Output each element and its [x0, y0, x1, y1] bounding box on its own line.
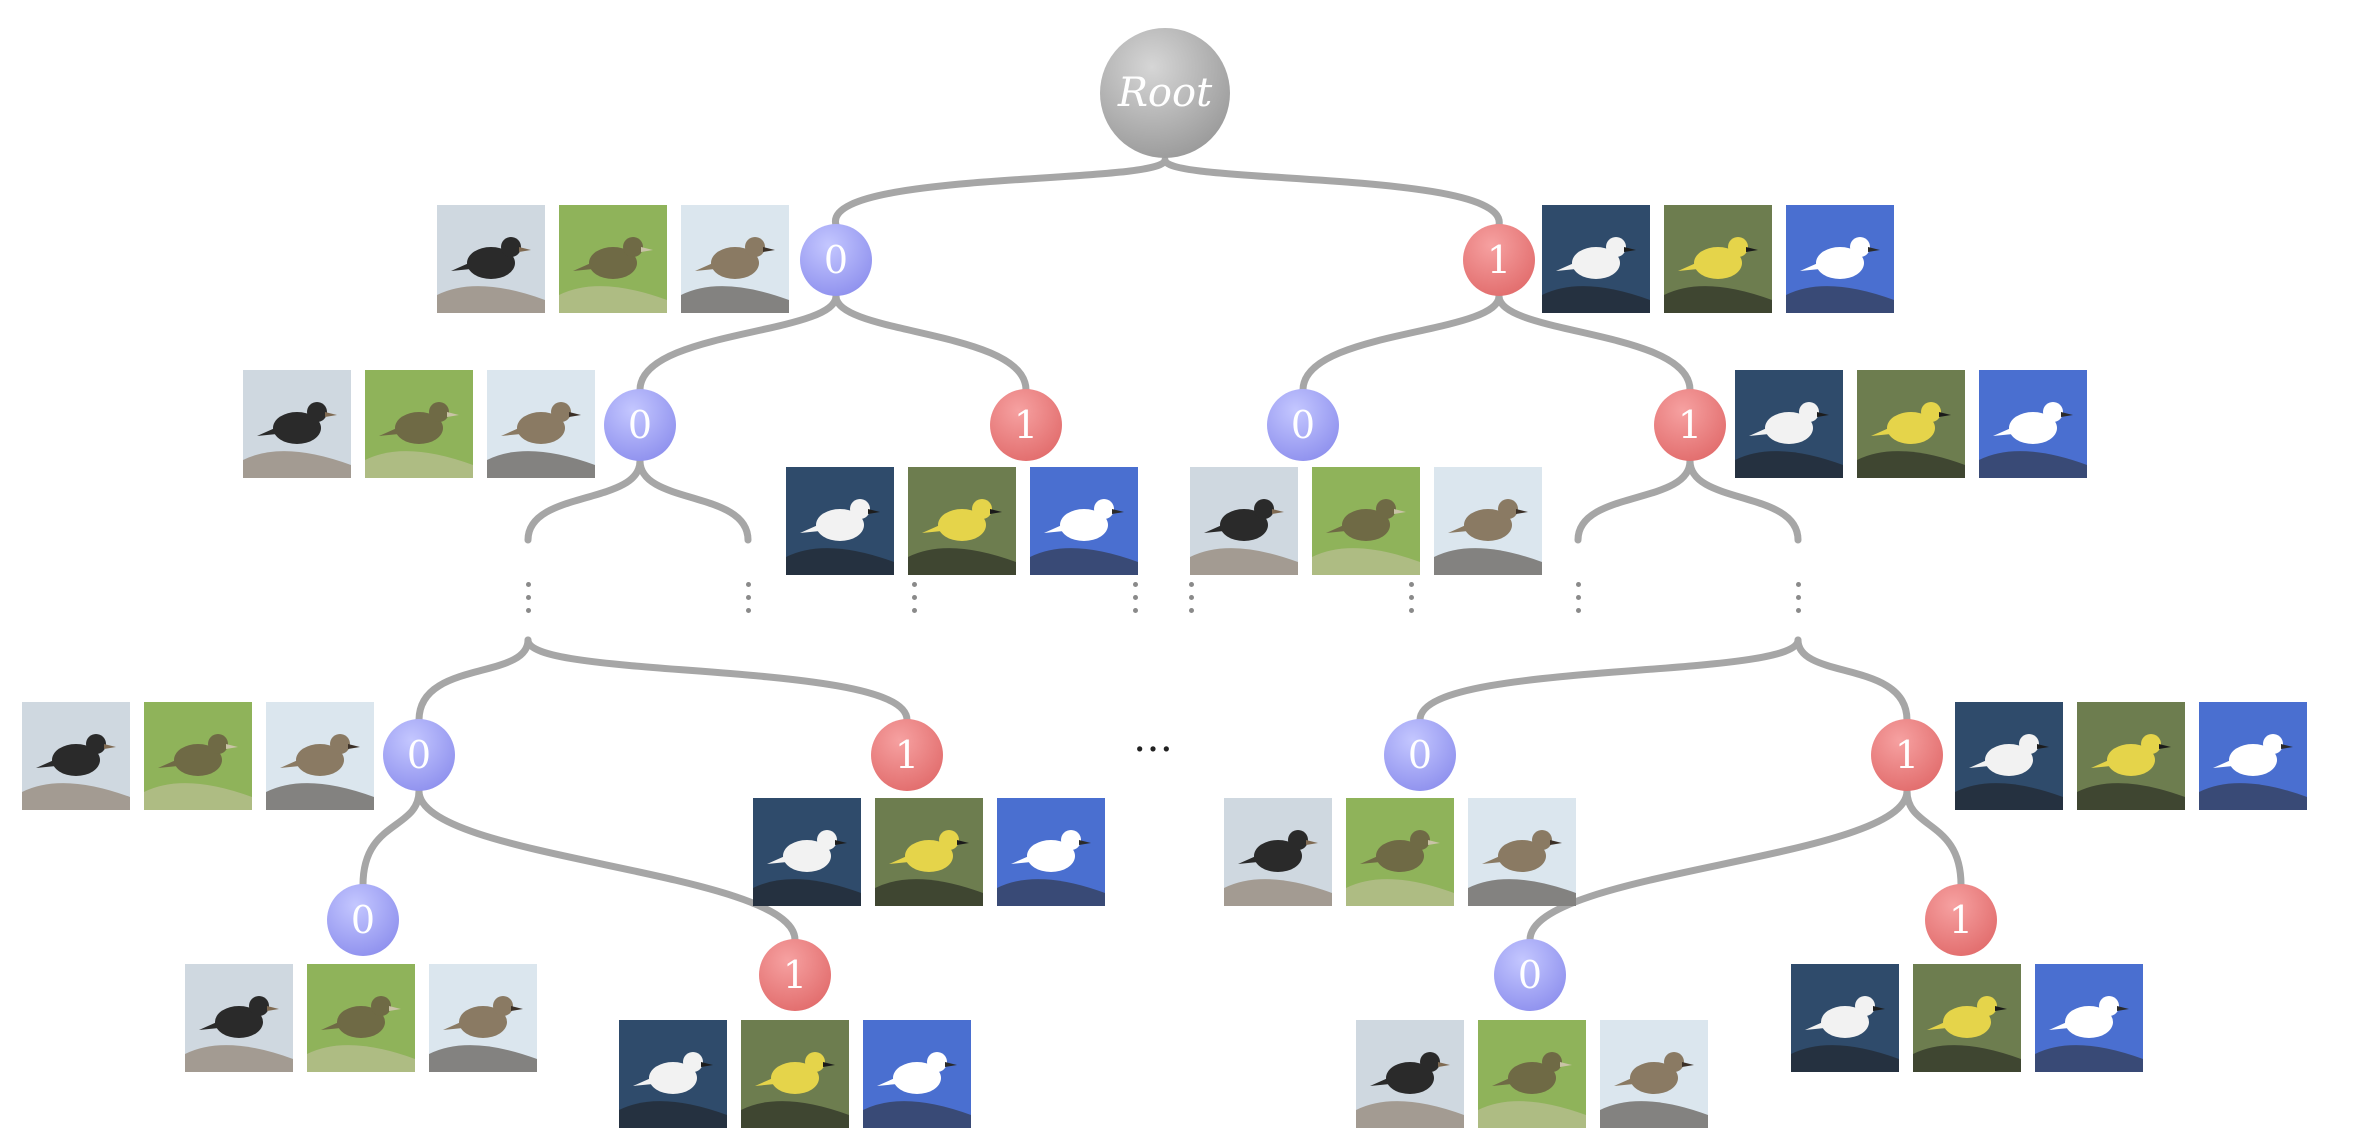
tree-edge: [636, 292, 840, 394]
bird-photo-thumbnail: [786, 467, 894, 575]
bird-photo-thumbnail: [741, 1020, 849, 1128]
bird-photo-thumbnail: [753, 798, 861, 906]
tree-edge: [415, 787, 799, 944]
tree-edge: [1574, 457, 1694, 544]
vertical-dots: [910, 582, 920, 621]
deep-node-0: 0: [383, 719, 455, 791]
bird-photo-thumbnail: [243, 370, 351, 478]
bird-photo-thumbnail: [1356, 1020, 1464, 1128]
bird-photo-thumbnail: [1857, 370, 1965, 478]
tree-edge: [1526, 787, 1911, 944]
right-deep-node-0: 0: [1384, 719, 1456, 791]
bird-photo-thumbnail: [997, 798, 1105, 906]
bird-photo-thumbnail: [863, 1020, 971, 1128]
bird-photo-thumbnail: [875, 798, 983, 906]
tree-edge: [1794, 636, 1911, 724]
bird-photo-thumbnail: [1664, 205, 1772, 313]
bird-photo-thumbnail: [1542, 205, 1650, 313]
vertical-dots: [1131, 582, 1141, 621]
bird-photo-thumbnail: [307, 964, 415, 1072]
bird-photo-thumbnail: [908, 467, 1016, 575]
tree-edge: [415, 636, 532, 724]
bird-photo-thumbnail: [1030, 467, 1138, 575]
bird-photo-thumbnail: [1312, 467, 1420, 575]
bird-photo-thumbnail: [22, 702, 130, 810]
node-01: 1: [990, 389, 1062, 461]
tree-edge: [1416, 636, 1802, 724]
vertical-dots: [1407, 582, 1417, 621]
tree-edge: [524, 636, 911, 724]
node-00: 0: [604, 389, 676, 461]
bird-photo-thumbnail: [1791, 964, 1899, 1072]
vertical-dots: [524, 582, 534, 621]
vertical-dots: [1574, 582, 1584, 621]
deep-node-00: 0: [327, 884, 399, 956]
bird-photo-thumbnail: [2035, 964, 2143, 1072]
bird-photo-thumbnail: [1913, 964, 2021, 1072]
bird-photo-thumbnail: [559, 205, 667, 313]
right-deep-node-10: 0: [1494, 939, 1566, 1011]
bird-photo-thumbnail: [1224, 798, 1332, 906]
bird-photo-thumbnail: [2199, 702, 2307, 810]
bird-photo-thumbnail: [437, 205, 545, 313]
bird-photo-thumbnail: [1346, 798, 1454, 906]
root-node: Root: [1100, 28, 1230, 158]
tree-edge: [832, 292, 1030, 394]
bird-photo-thumbnail: [1478, 1020, 1586, 1128]
bird-photo-thumbnail: [1468, 798, 1576, 906]
bird-photo-thumbnail: [2077, 702, 2185, 810]
bird-photo-thumbnail: [487, 370, 595, 478]
vertical-dots: [744, 582, 754, 621]
tree-edge: [1495, 292, 1694, 394]
tree-edge: [1903, 787, 1965, 889]
tree-edge: [1299, 292, 1503, 394]
tree-edge: [1161, 156, 1503, 229]
node-10: 0: [1267, 389, 1339, 461]
right-deep-node-1: 1: [1871, 719, 1943, 791]
bird-photo-thumbnail: [1979, 370, 2087, 478]
node-0: 0: [800, 224, 872, 296]
bird-photo-thumbnail: [1955, 702, 2063, 810]
bird-photo-thumbnail: [266, 702, 374, 810]
horizontal-ellipsis: …: [1133, 715, 1177, 761]
bird-photo-thumbnail: [1786, 205, 1894, 313]
vertical-dots: [1187, 582, 1197, 621]
deep-node-01: 1: [759, 939, 831, 1011]
bird-photo-thumbnail: [1434, 467, 1542, 575]
bird-photo-thumbnail: [144, 702, 252, 810]
bird-photo-thumbnail: [185, 964, 293, 1072]
tree-edge: [636, 457, 752, 544]
tree-edge: [359, 787, 423, 889]
vertical-dots: [1794, 582, 1804, 621]
tree-edge: [524, 457, 644, 544]
bird-photo-thumbnail: [1190, 467, 1298, 575]
bird-photo-thumbnail: [681, 205, 789, 313]
deep-node-1: 1: [871, 719, 943, 791]
node-1: 1: [1463, 224, 1535, 296]
bird-photo-thumbnail: [1735, 370, 1843, 478]
node-11: 1: [1654, 389, 1726, 461]
bird-photo-thumbnail: [429, 964, 537, 1072]
tree-edge: [832, 156, 1169, 229]
bird-photo-thumbnail: [365, 370, 473, 478]
bird-photo-thumbnail: [619, 1020, 727, 1128]
bird-photo-thumbnail: [1600, 1020, 1708, 1128]
right-deep-node-11: 1: [1925, 884, 1997, 956]
tree-edge: [1686, 457, 1802, 544]
